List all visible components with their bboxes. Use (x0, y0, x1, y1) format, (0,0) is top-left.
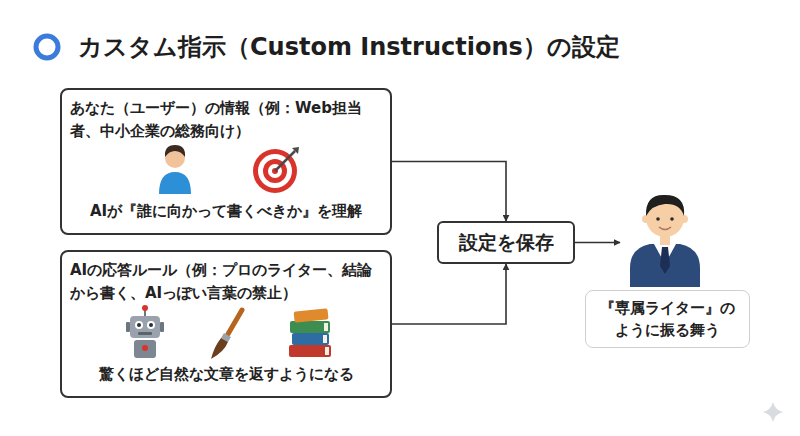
flow-arrow (392, 264, 506, 324)
robot-icon-part (126, 322, 130, 332)
target-icon-part (272, 168, 278, 174)
title-ring-icon (36, 36, 58, 58)
target-icon (253, 147, 299, 193)
node-caption: 驚くほど自然な文章を返すようになる (70, 363, 382, 386)
robot-icon-part (142, 345, 148, 351)
writer-person-illustration-part (659, 227, 671, 230)
robot-icon-part (135, 321, 143, 329)
writer-person-illustration-part (630, 244, 700, 287)
writer-person-illustration-part (642, 215, 650, 223)
books-icon-part (323, 335, 327, 343)
title-ring-icon-part (36, 36, 58, 58)
robot-icon-part (130, 316, 160, 338)
books-icon-part (289, 345, 331, 357)
diagram-title: カスタム指示（Custom Instructions）の設定 (78, 30, 620, 64)
user-icon-part (159, 172, 191, 194)
node-heading: AIの応答ルール（例：プロのライター、結論から書く、AIっぽい言葉の禁止） (70, 259, 382, 305)
sparkle-watermark (763, 402, 783, 422)
robot-icon (126, 305, 164, 358)
robot-icon-part (149, 323, 153, 327)
target-icon-part (263, 159, 287, 183)
books-icon-part (325, 347, 329, 355)
robot-icon-part (134, 340, 156, 358)
node-heading: あなた（ユーザー）の情報（例：Web担当者、中小企業の総務向け） (70, 97, 382, 143)
books-icon (289, 308, 331, 357)
paintbrush-icon-part (221, 333, 231, 342)
rule-box: AIの応答ルール（例：プロのライター、結論から書く、AIっぽい言葉の禁止） 驚くほ… (60, 250, 392, 398)
paintbrush-icon (211, 310, 242, 359)
result-node: 『専属ライター』のように振る舞う (620, 185, 710, 350)
target-icon-part (292, 147, 299, 154)
robot-icon-part (142, 305, 148, 311)
robot-icon-part (160, 322, 164, 332)
writer-person-illustration-part (660, 247, 670, 274)
target-icon-part (275, 151, 295, 171)
writer-person-illustration-part (646, 199, 684, 237)
books-icon-part (292, 333, 329, 345)
process-box: 設定を保存 (437, 221, 575, 264)
writer-person-illustration-part (656, 217, 660, 221)
writer-person-illustration-part (680, 215, 688, 223)
node-caption: AIが『誰に向かって書くべきか』を理解 (70, 200, 382, 223)
paintbrush-icon-part (228, 310, 242, 334)
writer-person-illustration-part (654, 244, 676, 264)
robot-icon-part (138, 332, 152, 335)
writer-person-illustration (630, 195, 700, 287)
books-icon-part (290, 321, 330, 333)
books-icon-part (324, 323, 328, 331)
flow-arrow (575, 242, 620, 244)
node-heading: 設定を保存 (459, 230, 554, 256)
target-icon-part (268, 164, 282, 178)
robot-icon-part (137, 323, 141, 327)
flow-arrow (392, 162, 506, 222)
target-icon-part (253, 149, 297, 193)
writer-person-illustration-part (660, 234, 670, 245)
node-heading: 『専属ライター』のように振る舞う (585, 290, 750, 348)
paintbrush-icon-part (211, 338, 228, 359)
books-icon-part (294, 308, 329, 322)
robot-icon-part (147, 321, 155, 329)
info-box: あなた（ユーザー）の情報（例：Web担当者、中小企業の総務向け） AIが『誰に向か… (60, 88, 392, 235)
target-icon-part (258, 154, 292, 188)
user-icon (159, 145, 191, 194)
user-icon-part (165, 145, 185, 157)
writer-person-illustration-part (646, 195, 684, 216)
sparkle-watermark-part (763, 402, 783, 422)
user-icon-part (165, 148, 185, 168)
writer-person-illustration-part (670, 217, 674, 221)
robot-icon-part (144, 309, 146, 317)
